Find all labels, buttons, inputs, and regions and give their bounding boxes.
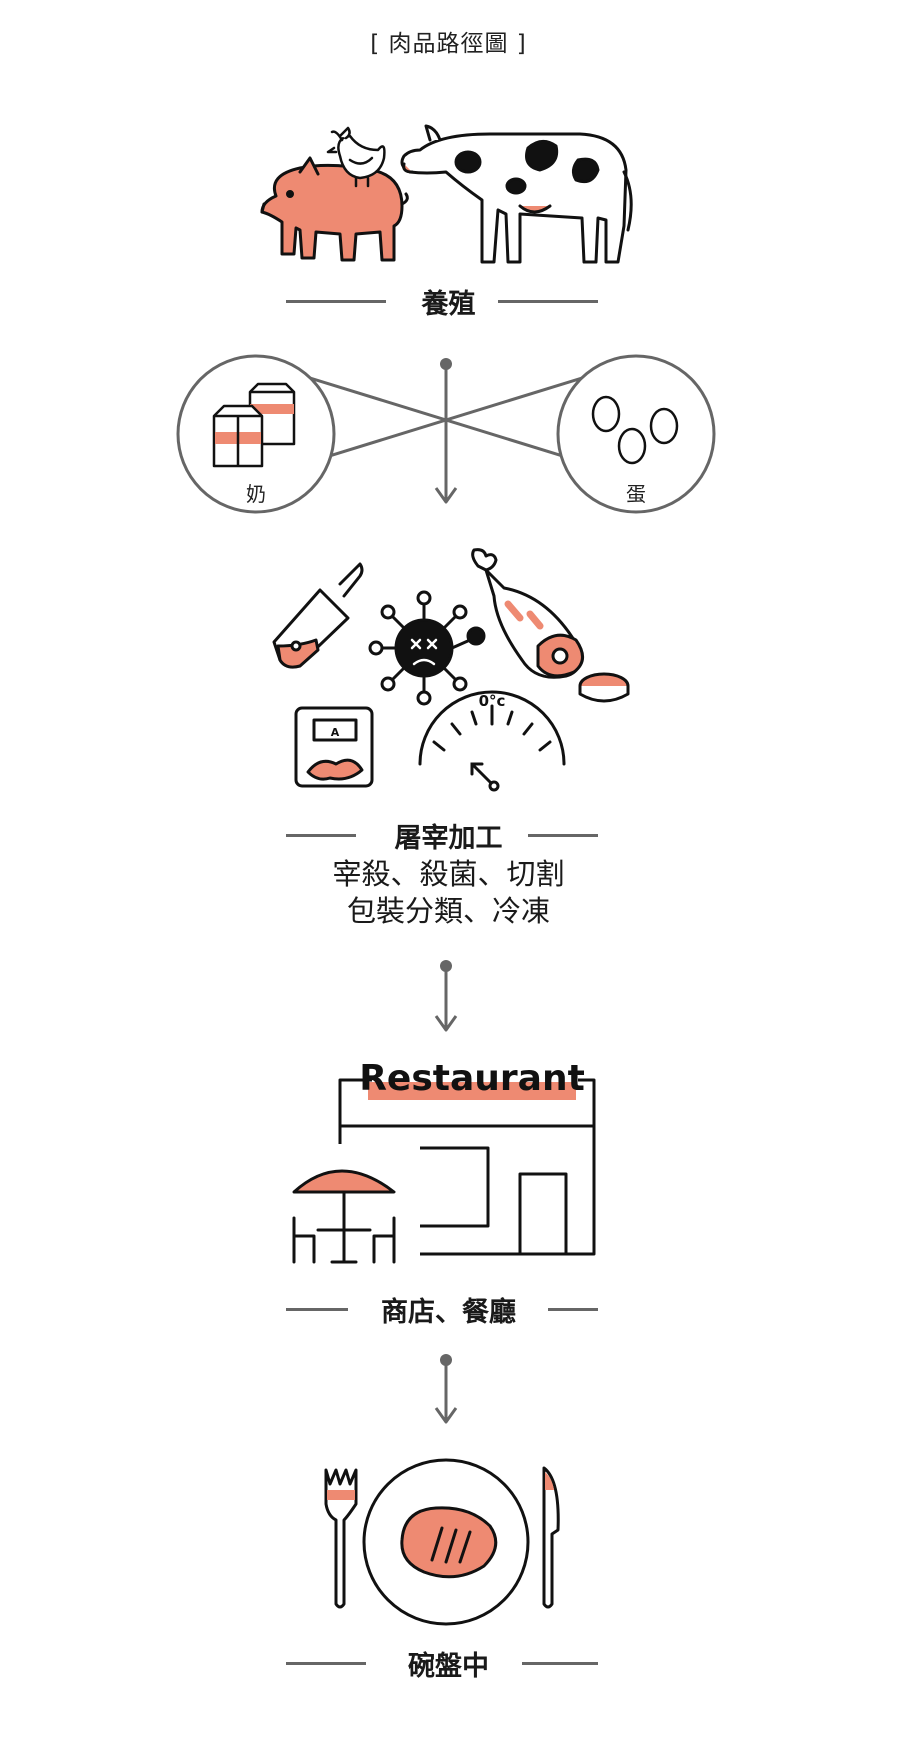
- thermometer-gauge-icon: [418, 690, 566, 792]
- label-rule-left: [286, 834, 356, 837]
- stage-label-processing: 屠宰加工: [394, 823, 503, 854]
- processing-steps-line1: 宰殺、殺菌、切割: [332, 857, 565, 891]
- flow-connector: [434, 1354, 458, 1424]
- stage-label-retail: 商店、餐廳: [381, 1297, 516, 1328]
- label-rule-right: [528, 834, 598, 837]
- chicken-icon: [326, 126, 386, 188]
- label-rule-right: [498, 300, 598, 303]
- eggs-icon: [591, 395, 679, 465]
- milk-label: 奶: [246, 482, 266, 506]
- package-grade-label: A: [331, 726, 340, 739]
- patio-umbrella-icon: [292, 1169, 396, 1264]
- egg-label: 蛋: [626, 482, 646, 506]
- cow-icon: [400, 124, 633, 264]
- label-rule-left: [286, 1662, 366, 1665]
- cleaver-icon: [272, 562, 364, 669]
- label-rule-left: [286, 1308, 348, 1311]
- label-rule-left: [286, 300, 386, 303]
- flow-connector: [434, 960, 458, 1032]
- label-rule-right: [522, 1662, 598, 1665]
- gauge-zero-label: 0°c: [479, 692, 506, 710]
- restaurant-building-icon: [338, 1078, 596, 1256]
- virus-icon: [368, 590, 486, 706]
- ham-icon: [471, 548, 630, 703]
- label-rule-right: [548, 1308, 598, 1311]
- meat-package-icon: [294, 706, 374, 788]
- stage-label-plate: 碗盤中: [408, 1651, 489, 1682]
- steak-icon: [400, 1506, 498, 1579]
- pig-icon: [260, 156, 409, 262]
- fork-icon: [324, 1468, 358, 1609]
- restaurant-sign: Restaurant: [359, 1058, 585, 1099]
- diagram-title: [ 肉品路徑圖 ]: [370, 31, 527, 57]
- stage-label-farming: 養殖: [421, 289, 476, 320]
- processing-steps-line2: 包裝分類、冷凍: [346, 894, 550, 928]
- knife-icon: [542, 1466, 560, 1609]
- milk-carton-icon: [212, 382, 296, 468]
